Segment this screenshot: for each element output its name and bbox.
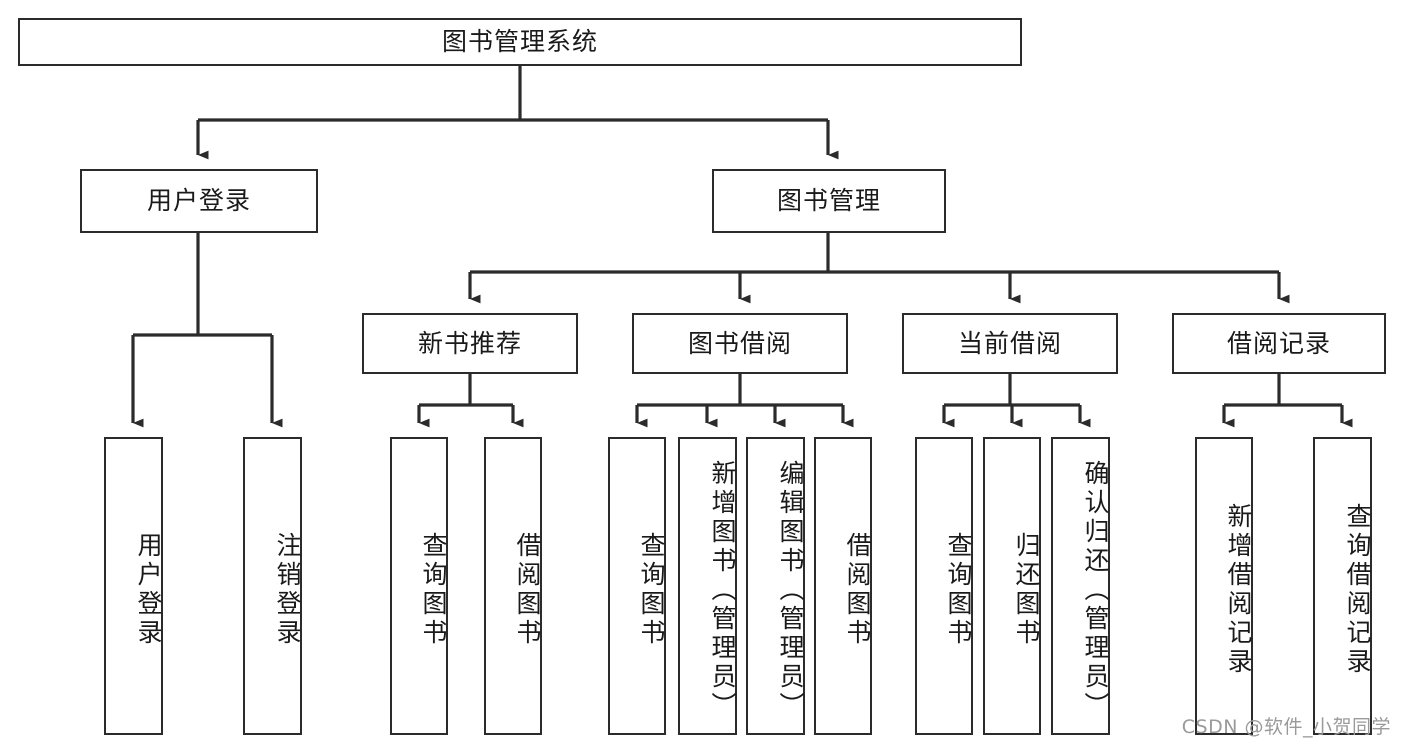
- node-leaf-query-book-3[interactable]: 查询图书: [915, 437, 973, 735]
- node-book-manage[interactable]: 图书管理: [712, 169, 946, 233]
- node-leaf-borrow-book-2-label: 借阅图书: [843, 532, 872, 648]
- node-leaf-user-login-label: 用户登录: [134, 532, 163, 648]
- node-leaf-query-book-2[interactable]: 查询图书: [608, 437, 666, 735]
- node-leaf-edit-book-label: 编辑图书（管理员）: [776, 459, 805, 721]
- node-leaf-logout[interactable]: 注销登录: [243, 437, 302, 735]
- node-leaf-edit-book[interactable]: 编辑图书（管理员）: [746, 437, 805, 735]
- node-borrow-record-label: 借阅记录: [1226, 328, 1331, 358]
- node-leaf-user-login[interactable]: 用户登录: [104, 437, 163, 735]
- node-leaf-add-record[interactable]: 新增借阅记录: [1195, 437, 1253, 735]
- node-user-login-label: 用户登录: [146, 186, 251, 215]
- node-leaf-query-book-2-label: 查询图书: [637, 532, 666, 648]
- node-leaf-query-book-1-label: 查询图书: [419, 532, 448, 648]
- node-book-borrow[interactable]: 图书借阅: [632, 313, 848, 374]
- node-book-borrow-label: 图书借阅: [687, 328, 792, 358]
- node-leaf-confirm-return[interactable]: 确认归还（管理员）: [1051, 437, 1110, 735]
- node-leaf-query-record-label: 查询借阅记录: [1343, 503, 1372, 677]
- node-new-book-recommend[interactable]: 新书推荐: [362, 313, 578, 374]
- node-leaf-add-record-label: 新增借阅记录: [1224, 503, 1253, 677]
- node-leaf-borrow-book-2[interactable]: 借阅图书: [814, 437, 872, 735]
- node-root-label: 图书管理系统: [441, 27, 598, 56]
- node-new-book-recommend-label: 新书推荐: [417, 328, 522, 358]
- node-leaf-add-book-label: 新增图书（管理员）: [708, 459, 737, 721]
- node-leaf-borrow-book-1-label: 借阅图书: [513, 532, 542, 648]
- watermark-text: CSDN @软件_小贺同学: [1181, 716, 1391, 738]
- node-leaf-return-book-label: 归还图书: [1012, 532, 1041, 648]
- node-user-login[interactable]: 用户登录: [80, 169, 318, 233]
- node-borrow-record[interactable]: 借阅记录: [1172, 313, 1386, 374]
- node-current-borrow-label: 当前借阅: [957, 328, 1062, 358]
- node-leaf-confirm-return-label: 确认归还（管理员）: [1081, 459, 1110, 721]
- node-current-borrow[interactable]: 当前借阅: [902, 313, 1118, 374]
- node-leaf-query-book-3-label: 查询图书: [944, 532, 973, 648]
- node-root[interactable]: 图书管理系统: [18, 18, 1022, 66]
- node-leaf-query-record[interactable]: 查询借阅记录: [1313, 437, 1372, 735]
- node-leaf-borrow-book-1[interactable]: 借阅图书: [484, 437, 542, 735]
- node-book-manage-label: 图书管理: [776, 186, 881, 215]
- node-leaf-return-book[interactable]: 归还图书: [983, 437, 1041, 735]
- node-leaf-query-book-1[interactable]: 查询图书: [390, 437, 448, 735]
- node-leaf-logout-label: 注销登录: [273, 532, 302, 648]
- node-leaf-add-book[interactable]: 新增图书（管理员）: [678, 437, 737, 735]
